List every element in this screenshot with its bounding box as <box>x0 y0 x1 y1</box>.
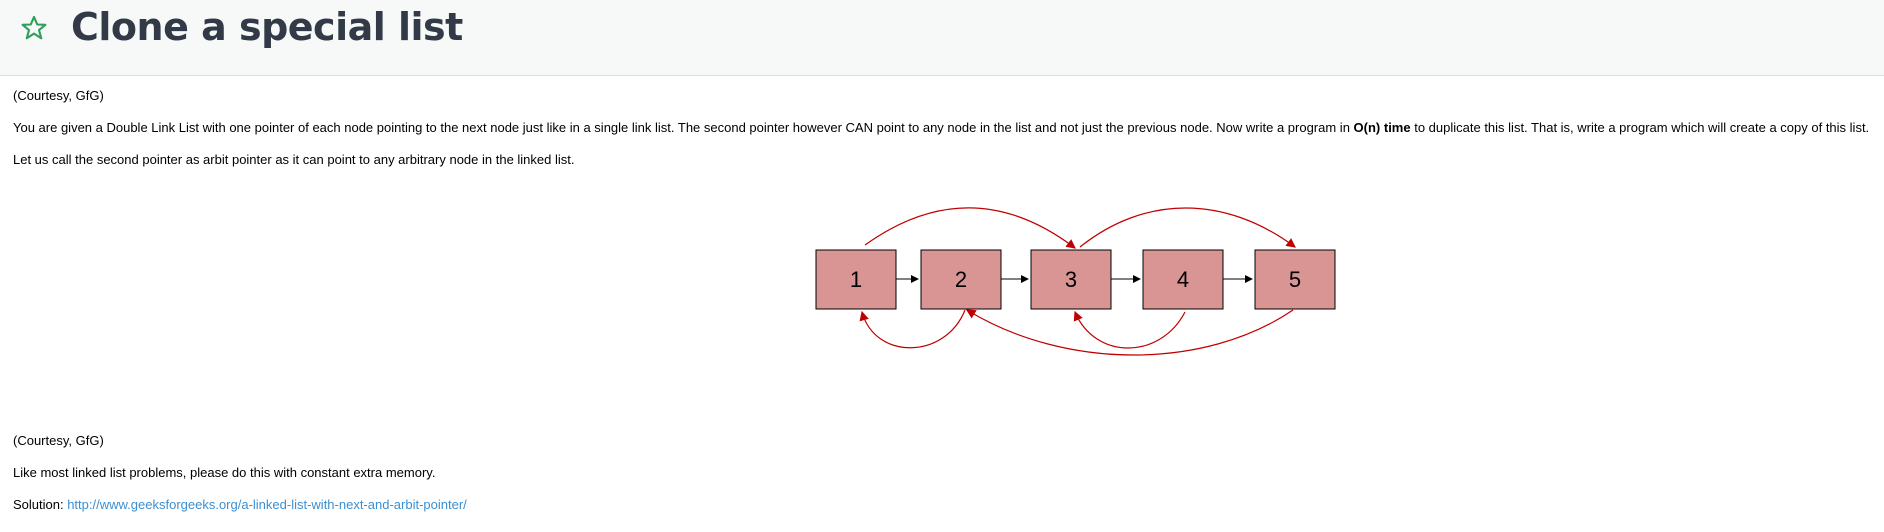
arbit-pointer-1-3 <box>864 207 1076 249</box>
page-header: Clone a special list <box>0 0 1884 76</box>
list-node-2: 2 <box>920 249 1002 310</box>
linked-list-diagram: 1 2 3 4 5 <box>815 207 1336 356</box>
solution-label: Solution: <box>13 497 68 512</box>
node-label: 2 <box>955 267 967 292</box>
list-node-4: 4 <box>1142 249 1224 310</box>
solution-link[interactable]: http://www.geeksforgeeks.org/a-linked-li… <box>67 497 467 512</box>
arbit-pointer-2-1 <box>859 309 966 349</box>
list-node-5: 5 <box>1254 249 1336 310</box>
node-label: 4 <box>1177 267 1189 292</box>
star-icon[interactable] <box>20 14 48 42</box>
arbit-pointer-3-5 <box>1079 207 1296 248</box>
complexity-bold: O(n) time <box>1353 120 1411 135</box>
intro-paragraph: You are given a Double Link List with on… <box>13 119 1869 137</box>
arbit-note: Let us call the second pointer as arbit … <box>13 152 575 167</box>
arbit-pointer-5-2 <box>965 309 1294 356</box>
arbit-pointer-4-3 <box>1073 310 1186 349</box>
courtesy-text: (Courtesy, GfG) <box>13 88 104 103</box>
list-node-3: 3 <box>1030 249 1112 310</box>
solution-line: Solution: http://www.geeksforgeeks.org/a… <box>13 496 467 514</box>
node-label: 1 <box>850 267 862 292</box>
page-title: Clone a special list <box>71 5 463 49</box>
node-label: 3 <box>1065 267 1077 292</box>
node-label: 5 <box>1289 267 1301 292</box>
list-node-1: 1 <box>815 249 897 310</box>
memory-note: Like most linked list problems, please d… <box>13 465 436 480</box>
intro-text-end: to duplicate this list. That is, write a… <box>1410 120 1870 135</box>
intro-text: You are given a Double Link List with on… <box>13 120 1354 135</box>
courtesy-text-2: (Courtesy, GfG) <box>13 433 104 448</box>
